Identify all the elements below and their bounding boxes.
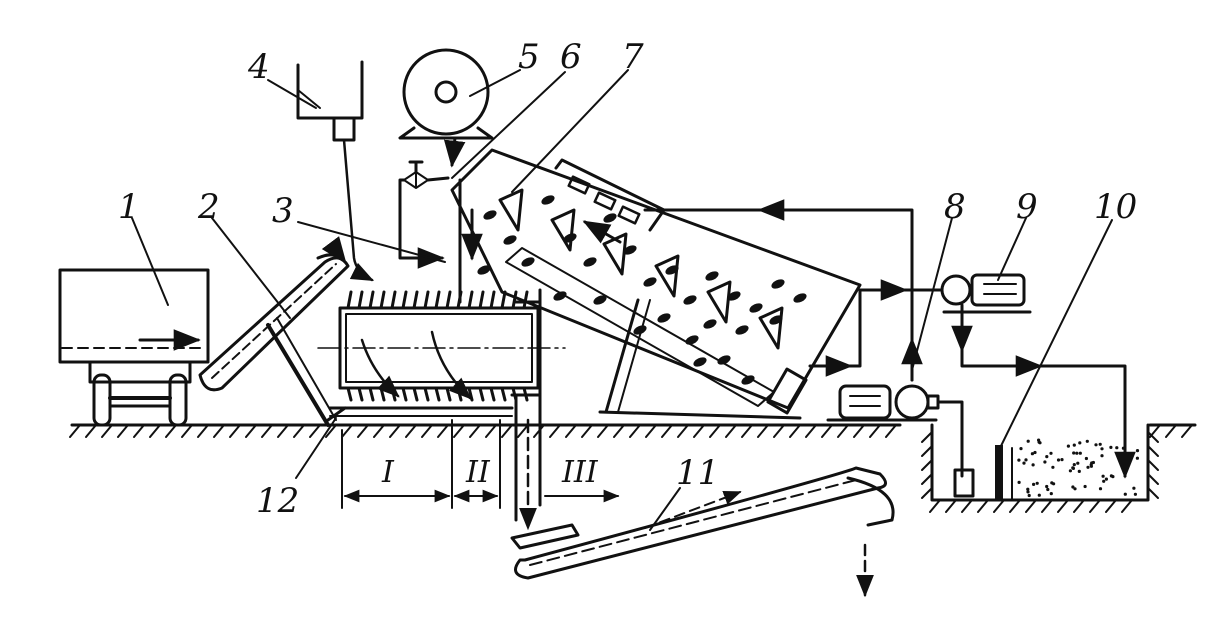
water-circuit [643,199,1136,479]
leader-lines [131,69,1113,531]
motor [940,273,1032,314]
discharge-chute [514,393,542,531]
callout-9: 9 [1016,187,1038,227]
callout-10: 10 [1094,187,1137,227]
ground-line [69,423,1197,438]
zone-label-ii: II [465,455,491,490]
callout-3: 3 [272,191,294,231]
callout-1: 1 [118,187,140,227]
callout-4: 4 [247,47,270,87]
callout-12: 12 [256,481,299,521]
discharge-conveyor [510,466,895,598]
blower [398,48,494,168]
callout-2: 2 [197,187,220,227]
callout-8: 8 [944,187,966,227]
tank [296,60,375,282]
settling-pit [921,423,1159,513]
callout-labels: 1 2 3 4 5 6 7 8 9 10 11 12 [118,37,1137,521]
callout-5: 5 [518,37,540,77]
callout-7: 7 [622,37,644,77]
valve [398,160,483,304]
pump-unit [826,384,964,478]
zone-label-iii: III [561,455,599,490]
zone-labels: I II III [381,455,599,490]
callout-11: 11 [676,453,719,493]
inclined-washer [450,148,862,420]
callout-6: 6 [560,37,582,77]
zone-dimensions [341,419,620,509]
feed-conveyor [198,236,350,427]
truck [58,268,210,427]
zone-label-i: I [381,455,395,490]
washing-drum [317,288,566,422]
